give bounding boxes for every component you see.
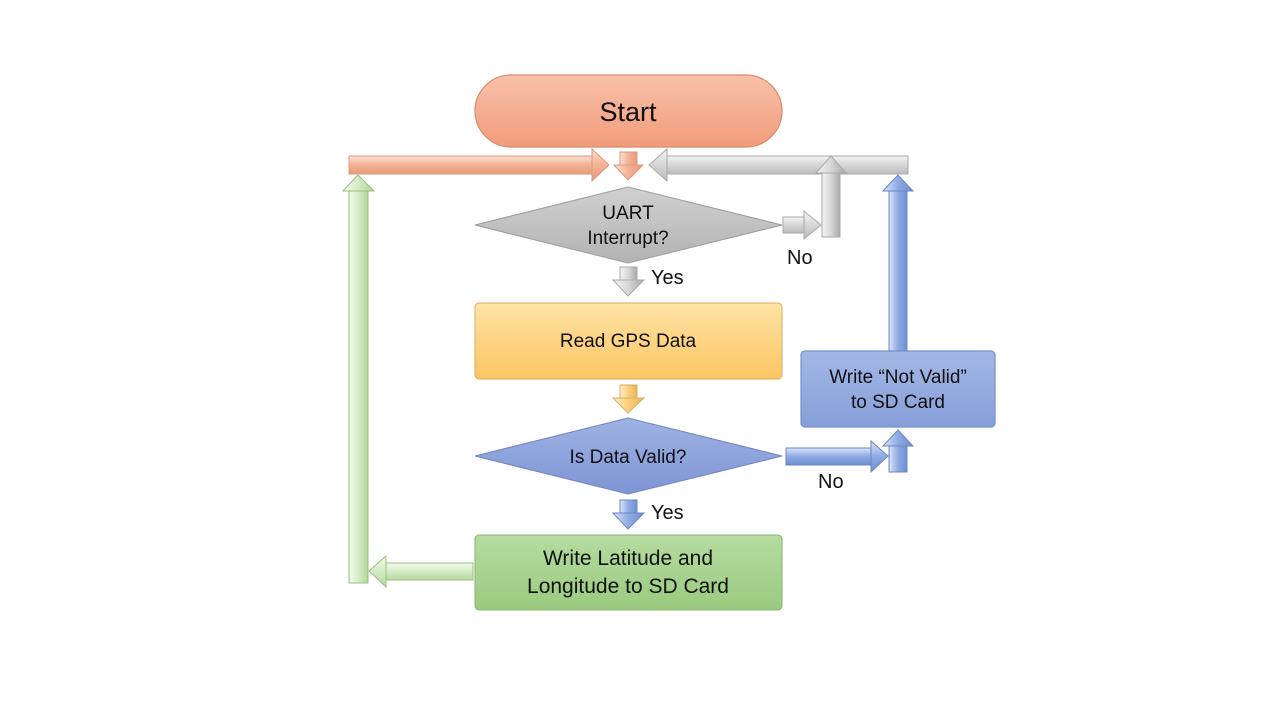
valid-yes-arrow [611, 499, 646, 530]
orange-return-arrow [348, 147, 610, 183]
read-gps-label: Read GPS Data [560, 331, 697, 352]
valid-yes-label: Yes [651, 502, 684, 524]
uart-label-2: Interrupt? [587, 228, 668, 249]
not-valid-label-2: to SD Card [851, 392, 945, 413]
uart-no-label: No [787, 247, 813, 269]
write-label-1: Write Latitude and [543, 547, 713, 570]
gray-return-arrow [648, 147, 909, 183]
not-valid-up-arrow [881, 174, 915, 352]
start-label: Start [599, 97, 657, 127]
start-node: Start [474, 74, 783, 148]
uart-yes-arrow [611, 266, 646, 297]
uart-no-arrow [782, 155, 848, 241]
green-up-arrow [341, 174, 376, 584]
uart-decision: UART Interrupt? [474, 186, 783, 264]
valid-label: Is Data Valid? [570, 447, 687, 468]
write-coords-process: Write Latitude and Longitude to SD Card [474, 534, 783, 611]
read-gps-process: Read GPS Data [474, 302, 783, 380]
valid-no-label: No [818, 471, 844, 493]
write-label-2: Longitude to SD Card [527, 575, 729, 598]
not-valid-process: Write “Not Valid” to SD Card [800, 350, 996, 428]
read-down-arrow [611, 384, 646, 414]
valid-no-arrow [785, 429, 915, 474]
write-left-arrow [368, 554, 474, 589]
uart-label-1: UART [602, 203, 654, 224]
uart-yes-label: Yes [651, 267, 684, 289]
start-down-arrow [612, 151, 645, 181]
valid-decision: Is Data Valid? [474, 417, 783, 495]
not-valid-label-1: Write “Not Valid” [829, 367, 967, 388]
